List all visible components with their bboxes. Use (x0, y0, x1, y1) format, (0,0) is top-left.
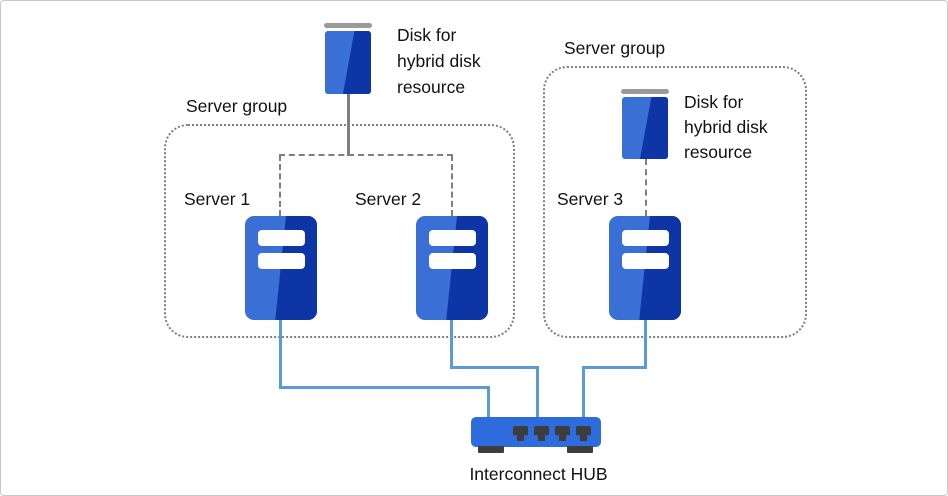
hub-label: Interconnect HUB (469, 464, 608, 484)
server3-label: Server 3 (557, 189, 624, 209)
disk-connector-branch (279, 154, 453, 156)
network-line-server3 (582, 366, 647, 369)
server-group-right-box (543, 66, 807, 338)
server1-label: Server 1 (184, 189, 251, 209)
network-line-server1 (487, 386, 490, 418)
network-line-server3 (644, 320, 647, 369)
server3-drive-bay (622, 230, 669, 246)
hybrid-disk-right-cap (621, 89, 669, 94)
network-line-server2 (450, 320, 453, 369)
network-line-server1 (279, 386, 490, 389)
disk-connector-server1 (279, 155, 281, 216)
hybrid-disk-right-icon (622, 97, 668, 159)
server2-drive-bay (429, 253, 476, 269)
server1-drive-bay (258, 230, 305, 246)
hybrid-disk-top-icon (325, 31, 371, 94)
hybrid-disk-top-label: Disk for hybrid disk resource (397, 25, 481, 97)
server3-icon (609, 216, 681, 320)
hybrid-disk-right-label: Disk for hybrid disk resource (684, 92, 768, 162)
disk-connector-stem (347, 94, 350, 156)
network-line-server2 (536, 366, 539, 418)
hub-foot (567, 446, 593, 453)
network-line-server1 (279, 320, 282, 389)
disk-connector-server2 (451, 155, 453, 216)
server2-label: Server 2 (355, 189, 422, 209)
server1-icon (245, 216, 317, 320)
hybrid-disk-top-shade (342, 31, 371, 94)
server-group-right-label: Server group (564, 38, 666, 58)
server-group-left-label: Server group (186, 96, 288, 116)
network-line-server3 (582, 366, 585, 418)
server2-icon (416, 216, 488, 320)
hybrid-disk-right-shade (639, 97, 668, 159)
server3-drive-bay (622, 253, 669, 269)
network-line-server2 (450, 366, 539, 369)
server2-drive-bay (429, 230, 476, 246)
server1-drive-bay (258, 253, 305, 269)
server-group-left-box (164, 124, 515, 338)
hub-foot (478, 446, 504, 453)
disk-connector-server3 (645, 159, 647, 216)
hybrid-disk-top-cap (324, 23, 372, 28)
